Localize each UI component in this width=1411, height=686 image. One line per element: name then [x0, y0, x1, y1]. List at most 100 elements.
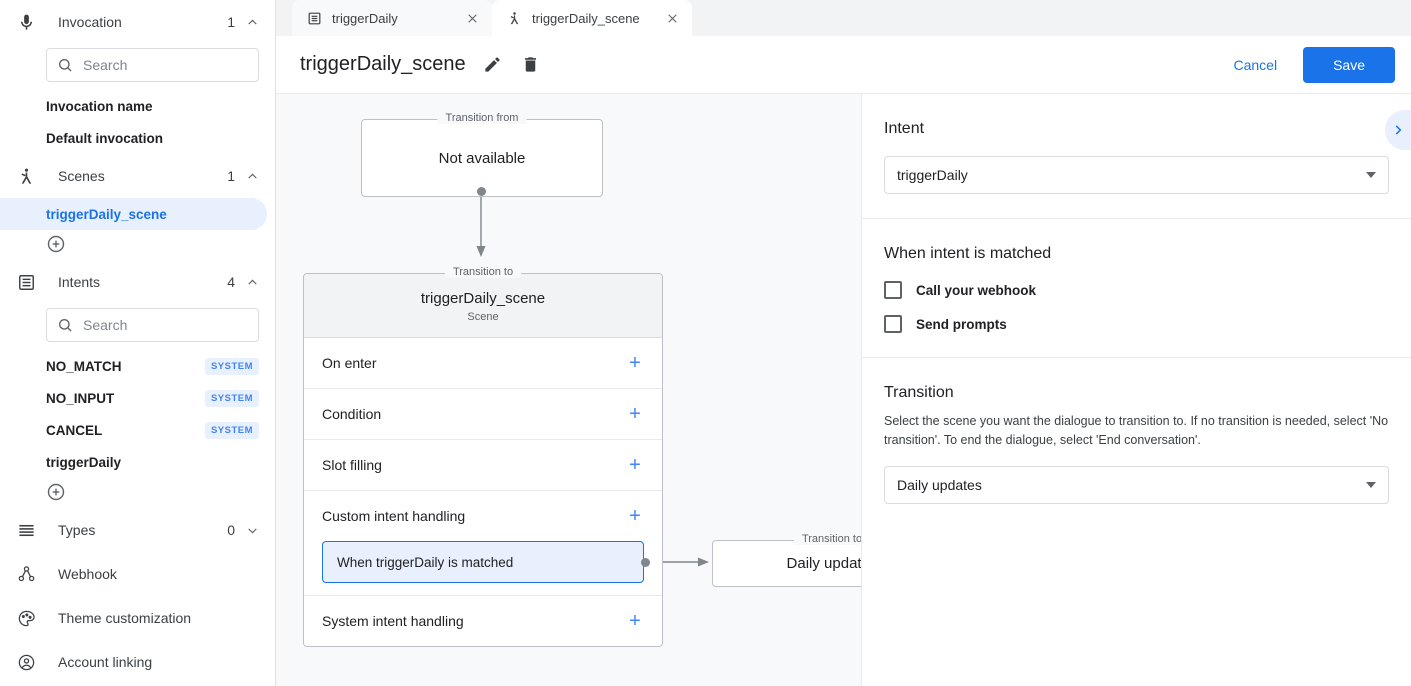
sidebar-group-types[interactable]: Types 0 — [0, 508, 275, 552]
panel-section-transition: Transition Select the scene you want the… — [862, 358, 1411, 528]
sidebar-item-cancel[interactable]: CANCEL SYSTEM — [0, 414, 275, 446]
intent-icon — [306, 10, 322, 26]
intents-search-input[interactable] — [83, 317, 248, 333]
tab-bar: triggerDaily triggerDaily_scene — [276, 0, 1411, 36]
checkbox-row-call-webhook[interactable]: Call your webhook — [884, 281, 1389, 299]
scene-row-condition: Condition + — [304, 389, 662, 440]
types-icon — [14, 518, 38, 542]
scene-canvas[interactable]: Transition from Not available Transition… — [276, 94, 862, 686]
invocation-search-box[interactable] — [46, 48, 259, 82]
status-badge: SYSTEM — [204, 421, 259, 439]
sidebar-group-scenes[interactable]: Scenes 1 — [0, 154, 275, 198]
scene-row-label: Custom intent handling — [322, 508, 466, 524]
scene-row-label: On enter — [322, 355, 377, 371]
properties-panel: Intent triggerDaily When intent is match… — [862, 94, 1411, 686]
transition-from-node[interactable]: Transition from Not available — [361, 112, 603, 197]
sidebar-group-invocation[interactable]: Invocation 1 — [0, 0, 275, 44]
sidebar-item-theme-customization[interactable]: Theme customization — [0, 596, 275, 640]
add-system-intent-button[interactable]: + — [629, 610, 641, 632]
save-button[interactable]: Save — [1303, 46, 1395, 83]
sidebar-item-label: Invocation name — [46, 98, 153, 114]
chevron-up-icon[interactable] — [245, 275, 259, 289]
sidebar-group-label: Intents — [58, 274, 101, 290]
add-scene-row — [0, 230, 275, 260]
intents-icon — [14, 270, 38, 294]
microphone-icon — [14, 10, 38, 34]
scene-row-header[interactable]: Condition + — [322, 389, 644, 439]
chevron-down-icon[interactable] — [245, 523, 259, 537]
sidebar-group-label: Types — [58, 522, 96, 538]
cancel-button[interactable]: Cancel — [1217, 49, 1293, 81]
sidebar-item-webhook[interactable]: Webhook — [0, 552, 275, 596]
webhook-icon — [14, 562, 38, 586]
tab-triggerdaily[interactable]: triggerDaily — [292, 0, 492, 36]
scene-row-label: System intent handling — [322, 613, 464, 629]
scenes-icon — [14, 164, 38, 188]
close-icon[interactable] — [464, 10, 480, 26]
trash-icon[interactable] — [520, 54, 542, 76]
sidebar-group-count: 1 — [227, 168, 235, 184]
chevron-up-icon[interactable] — [245, 169, 259, 183]
status-badge: SYSTEM — [204, 389, 259, 407]
tab-triggerdaily-scene[interactable]: triggerDaily_scene — [492, 0, 692, 36]
checkbox-call-webhook[interactable] — [884, 281, 902, 299]
chevron-up-icon[interactable] — [245, 15, 259, 29]
sidebar-item-label: Default invocation — [46, 130, 164, 146]
add-slot-filling-button[interactable]: + — [629, 454, 641, 476]
add-condition-button[interactable]: + — [629, 403, 641, 425]
chevron-down-icon — [1366, 481, 1376, 488]
sidebar-item-default-invocation[interactable]: Default invocation — [0, 122, 275, 154]
page-title: triggerDaily_scene — [300, 53, 466, 75]
main-area: triggerDaily triggerDaily_scene triggerD… — [276, 0, 1411, 686]
intents-search-wrap — [0, 304, 275, 350]
scene-card-header: triggerDaily_scene Scene — [304, 274, 662, 338]
palette-icon — [14, 606, 38, 630]
account-icon — [14, 650, 38, 674]
scene-row-header[interactable]: System intent handling + — [322, 596, 644, 646]
intent-handler-chip[interactable]: When triggerDaily is matched — [322, 541, 644, 583]
panel-heading-intent: Intent — [884, 120, 925, 137]
transition-select[interactable]: Daily updates — [884, 465, 1389, 504]
checkbox-send-prompts[interactable] — [884, 315, 902, 333]
tab-label: triggerDaily — [332, 10, 398, 26]
intents-search-box[interactable] — [46, 308, 259, 342]
scene-row-header[interactable]: Custom intent handling + — [322, 491, 644, 541]
add-scene-button[interactable] — [46, 234, 66, 254]
sidebar-item-triggerdaily[interactable]: triggerDaily — [0, 446, 275, 478]
close-icon[interactable] — [664, 10, 680, 26]
status-badge: SYSTEM — [204, 357, 259, 375]
invocation-search-wrap — [0, 44, 275, 90]
canvas-inner: Transition from Not available Transition… — [276, 94, 861, 686]
panel-section-when-matched: When intent is matched Call your webhook… — [862, 219, 1411, 358]
scene-row-header[interactable]: Slot filling + — [322, 440, 644, 490]
add-custom-intent-button[interactable]: + — [629, 505, 641, 527]
sidebar-group-count: 0 — [227, 522, 235, 538]
sidebar-item-account-linking[interactable]: Account linking — [0, 640, 275, 684]
search-icon — [58, 58, 72, 72]
sidebar-item-triggerdaily-scene[interactable]: triggerDaily_scene — [0, 198, 267, 230]
chevron-right-icon[interactable] — [1385, 110, 1411, 150]
transition-to-target-node[interactable]: Transition to Daily updates — [712, 533, 861, 587]
add-intent-button[interactable] — [46, 482, 66, 502]
node-legend: Transition from — [437, 112, 527, 124]
add-on-enter-button[interactable]: + — [629, 352, 641, 374]
scene-row-header[interactable]: On enter + — [322, 338, 644, 388]
scene-row-on-enter: On enter + — [304, 338, 662, 389]
sidebar-item-label: NO_MATCH — [46, 358, 122, 374]
invocation-search-input[interactable] — [83, 57, 248, 73]
scene-node-card[interactable]: Transition to triggerDaily_scene Scene O… — [303, 266, 663, 647]
checkbox-label: Call your webhook — [916, 282, 1037, 298]
panel-transition-description: Select the scene you want the dialogue t… — [884, 414, 1389, 447]
sidebar-item-invocation-name[interactable]: Invocation name — [0, 90, 275, 122]
search-icon — [58, 319, 72, 332]
sidebar-item-no-match[interactable]: NO_MATCH SYSTEM — [0, 350, 275, 382]
checkbox-row-send-prompts[interactable]: Send prompts — [884, 315, 1389, 333]
pencil-icon[interactable] — [482, 54, 504, 76]
node-body: Not available — [362, 120, 602, 196]
sidebar-item-no-input[interactable]: NO_INPUT SYSTEM — [0, 382, 275, 414]
edge-dot-chip-out — [641, 558, 650, 567]
sidebar-group-intents[interactable]: Intents 4 — [0, 260, 275, 304]
intent-handler-chip-label: When triggerDaily is matched — [337, 554, 514, 570]
intent-select[interactable]: triggerDaily — [884, 156, 1389, 194]
add-intent-row — [0, 478, 275, 508]
